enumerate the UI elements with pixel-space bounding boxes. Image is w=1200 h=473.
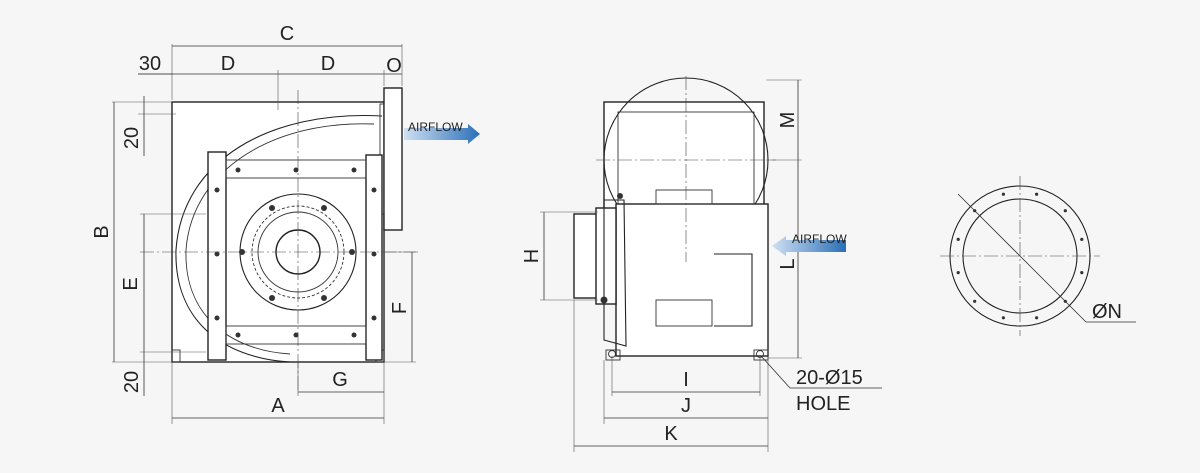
impeller-blades-top — [655, 189, 713, 205]
frame-bar-bottom — [225, 325, 367, 345]
flange-view: ØN — [940, 176, 1136, 336]
side-foot-left — [605, 349, 621, 361]
flange-bolt-hole — [1001, 316, 1006, 320]
airflow-label-outlet: AIRFLOW — [408, 120, 463, 134]
hole-count-label: 20-Ø15 — [796, 367, 863, 389]
flange-bolt-hole — [973, 299, 977, 303]
dim-label-n: ØN — [1092, 301, 1122, 323]
flange-bolt-hole — [956, 271, 960, 275]
side-scroll-body — [615, 203, 769, 357]
dim-label-c: C — [280, 23, 294, 45]
side-motor-end — [573, 213, 599, 299]
frame-rail-right — [365, 154, 383, 361]
airflow-arrow-outlet — [404, 124, 480, 144]
side-view: M L H I J K 20-Ø15 HOLE AIRFLOW — [521, 76, 882, 452]
dim-label-30: 30 — [139, 53, 161, 75]
frame-bar-top — [225, 159, 367, 179]
side-inlet-cone — [714, 253, 753, 327]
foot-left — [171, 349, 181, 363]
flange-bolt-hole — [1080, 237, 1084, 241]
airflow-arrow-inlet — [772, 236, 846, 256]
dim-label-20-bottom: 20 — [121, 371, 143, 393]
scroll-inner-outline — [185, 123, 375, 355]
dim-label-i: I — [683, 369, 689, 391]
dim-label-o: O — [386, 55, 402, 77]
side-foot-right — [753, 349, 769, 361]
side-motor-body — [595, 207, 617, 305]
flange-bolt-hole — [1001, 192, 1006, 196]
dim-label-k: K — [664, 423, 678, 445]
airflow-label-inlet: AIRFLOW — [792, 232, 847, 246]
dim-label-a: A — [271, 395, 285, 417]
flange-bolt-hole — [1035, 192, 1039, 196]
flange-bolt-hole — [1035, 316, 1039, 320]
diameter-leader-line — [957, 193, 1136, 323]
hole-text-label: HOLE — [796, 393, 850, 415]
impeller-blades-bottom — [655, 299, 713, 327]
dim-label-j: J — [681, 395, 691, 417]
dim-label-h: H — [521, 249, 543, 263]
dim-label-e: E — [120, 277, 142, 290]
dim-label-d-left: D — [221, 53, 235, 75]
side-motor-bracket — [603, 199, 627, 347]
dim-label-g: G — [332, 369, 348, 391]
dim-label-l: L — [777, 258, 799, 269]
flange-bolt-hole — [956, 237, 960, 241]
dim-label-f: F — [389, 302, 411, 314]
dim-label-b: B — [91, 225, 113, 238]
flange-bolt-hole — [1080, 271, 1084, 275]
dim-label-m: M — [777, 112, 799, 129]
side-outlet-box — [603, 101, 765, 213]
outlet-flange — [383, 87, 403, 231]
flange-bolt-hole — [1063, 209, 1067, 213]
dim-label-d-right: D — [321, 53, 335, 75]
front-view: C 30 D D O B 20 E 20 F — [91, 23, 480, 424]
dim-label-20-top: 20 — [121, 127, 143, 149]
hole-leader-line — [761, 356, 882, 389]
front-bolts — [214, 167, 377, 338]
scroll-outline — [175, 114, 383, 363]
